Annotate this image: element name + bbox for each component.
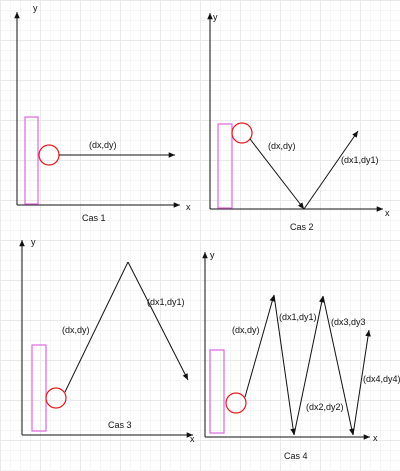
panel-cas-2: y x (dx,dy) (dx1,dy1) Cas 2 [207,12,390,232]
vector-arrow [303,130,359,210]
vector-label: (dx4,dy4) [363,374,400,384]
y-axis-label: y [33,3,38,13]
wall [31,344,47,432]
vector-label: (dx2,dy2) [306,402,344,412]
wall [217,123,233,209]
vector-arrow [273,294,296,436]
caption-cas-4: Cas 4 [284,451,308,461]
vector-label: (dx1,dy1) [341,155,379,165]
x-axis-label: x [186,202,191,212]
vector-arrow [293,295,325,436]
ball [231,122,253,144]
vector-arrow [249,138,305,210]
vector-label: (dx,dy) [232,325,260,335]
caption-cas-2: Cas 2 [290,222,314,232]
panel-cas-3: y x (dx,dy) (dx1,dy1) Cas 3 [19,237,195,444]
vector-arrow [244,294,275,398]
vector-label: (dx,dy) [89,140,117,150]
vector-arrow [64,261,129,393]
y-axis-label: y [213,12,218,22]
vector-label: (dx,dy) [268,141,296,151]
panel-cas-4: y x (dx,dy) (dx1,dy1) (dx2,dy2) (dx3,dy3… [202,250,400,461]
ball [38,144,60,166]
y-axis-label: y [31,237,36,247]
panel-cas-1: y x (dx,dy) Cas 1 [14,3,191,223]
caption-cas-3: Cas 3 [108,420,132,430]
vector-label: (dx3,dy3 [331,317,366,327]
wall [24,116,39,205]
x-axis-label: x [373,433,378,443]
x-axis-label: x [190,434,195,444]
vector-label: (dx,dy) [62,325,90,335]
x-axis-label: x [385,208,390,218]
vector-arrow [322,295,355,436]
wall [209,349,225,434]
ball [45,387,67,409]
ball [225,392,247,414]
vector-arrow [352,329,371,436]
y-axis-label: y [210,250,215,260]
vector-label: (dx1,dy1) [147,297,185,307]
caption-cas-1: Cas 1 [82,213,106,223]
vector-label: (dx1,dy1) [279,312,317,322]
vector-arrow [127,261,189,381]
